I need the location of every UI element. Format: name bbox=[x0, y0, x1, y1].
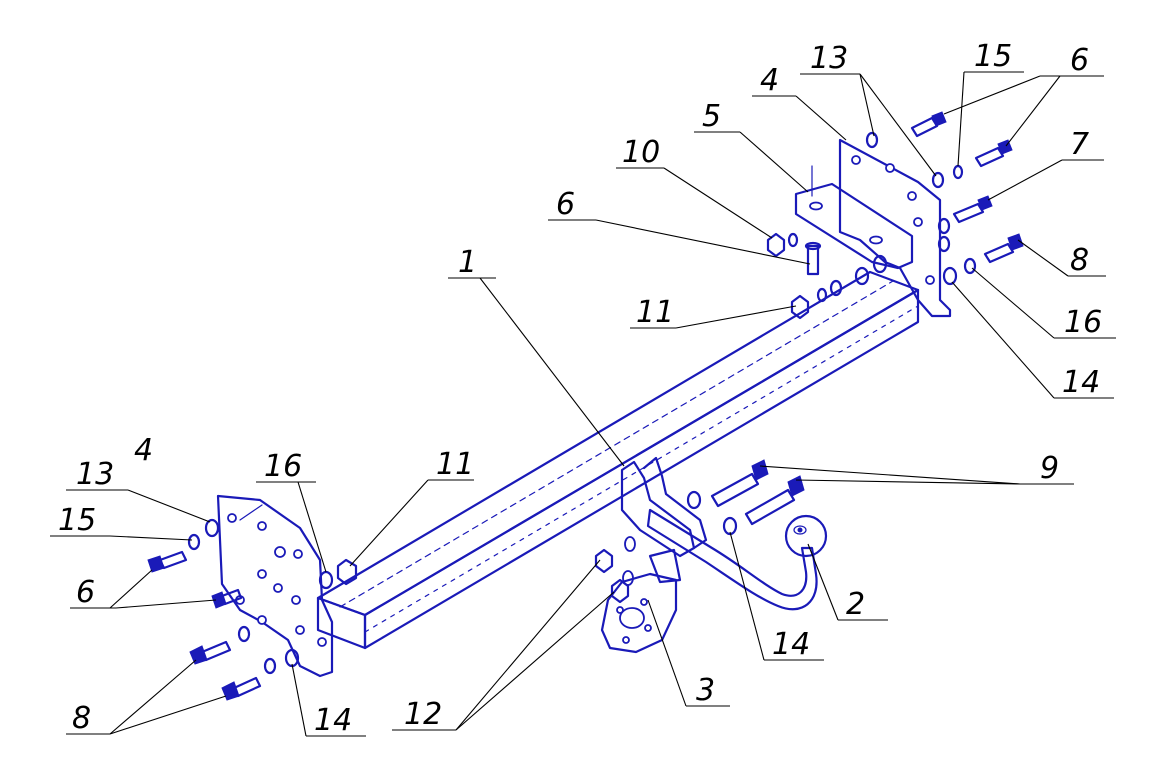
callout-6-mid: 6 bbox=[556, 187, 575, 222]
callout-5: 5 bbox=[702, 99, 721, 134]
callout-7: 7 bbox=[1070, 127, 1089, 162]
right-bolt-7-icon bbox=[952, 195, 993, 224]
leader-lines bbox=[50, 71, 1116, 737]
left-bolt-8-icon bbox=[189, 640, 262, 701]
callout-12: 12 bbox=[404, 697, 442, 732]
callout-4-top: 4 bbox=[760, 63, 779, 98]
right-mounting-bracket bbox=[838, 138, 952, 318]
left-washers-icon bbox=[187, 518, 334, 675]
callout-9: 9 bbox=[1040, 451, 1059, 486]
callout-13-left: 13 bbox=[76, 457, 114, 492]
callout-14-right: 14 bbox=[1062, 365, 1100, 400]
crossbar-beam bbox=[316, 270, 920, 650]
right-washers-icon bbox=[865, 131, 977, 286]
callout-14-left: 14 bbox=[314, 703, 352, 738]
callout-14-mid: 14 bbox=[772, 627, 810, 662]
callout-15-left: 15 bbox=[58, 503, 96, 538]
right-bolt-top-icon bbox=[910, 111, 947, 138]
left-bolt-6-icon bbox=[147, 550, 243, 609]
callout-10: 10 bbox=[622, 135, 660, 170]
callout-labels: 1 2 3 4 4 5 6 6 6 7 8 8 9 10 11 11 12 13… bbox=[58, 39, 1102, 738]
callout-13-top: 13 bbox=[810, 41, 848, 76]
socket-bracket bbox=[600, 548, 682, 654]
ball-bolts-icon bbox=[686, 459, 805, 536]
callout-8-left: 8 bbox=[72, 701, 91, 736]
callout-16-left: 16 bbox=[264, 449, 302, 484]
callout-1: 1 bbox=[458, 245, 477, 280]
callout-3: 3 bbox=[696, 673, 715, 708]
callout-11-right: 11 bbox=[636, 295, 674, 330]
right-nuts-icon bbox=[766, 232, 888, 320]
callout-15-top: 15 bbox=[974, 39, 1012, 74]
callout-6-top-right: 6 bbox=[1070, 43, 1089, 78]
callout-11-left: 11 bbox=[436, 447, 474, 482]
support-plate bbox=[794, 165, 914, 270]
left-mounting-bracket bbox=[216, 494, 334, 678]
callout-16-right: 16 bbox=[1064, 305, 1102, 340]
left-nut-icon bbox=[336, 558, 358, 586]
callout-6-left: 6 bbox=[76, 575, 95, 610]
socket-nuts-icon bbox=[594, 548, 630, 604]
tow-ball-neck bbox=[646, 508, 828, 611]
vertical-bolt-icon bbox=[804, 241, 822, 276]
callout-2: 2 bbox=[846, 587, 865, 622]
right-bolt-8-icon bbox=[983, 233, 1024, 264]
hitch-mount-bracket bbox=[620, 456, 708, 586]
callout-8-right: 8 bbox=[1070, 243, 1089, 278]
right-bolt-6-icon bbox=[974, 139, 1013, 168]
callout-4-left: 4 bbox=[134, 433, 153, 468]
